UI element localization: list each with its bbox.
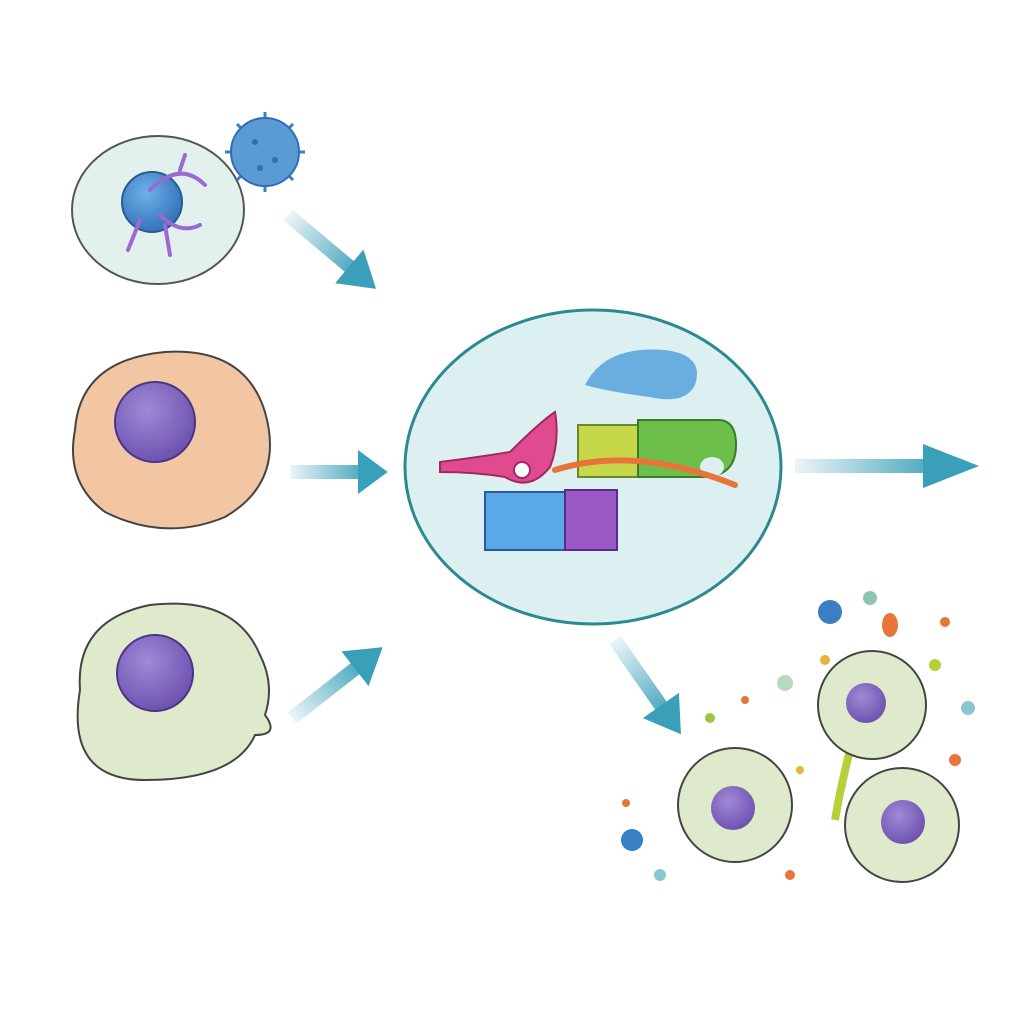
infected-cell bbox=[71, 135, 245, 285]
daughter-cells bbox=[621, 591, 975, 883]
orange-cell bbox=[72, 350, 271, 530]
arrow-icon bbox=[596, 627, 699, 747]
arrow-icon bbox=[273, 198, 391, 306]
arrow-icon bbox=[278, 629, 397, 736]
nucleus bbox=[846, 683, 886, 723]
droplet bbox=[585, 349, 697, 400]
central-cell bbox=[403, 308, 783, 626]
nucleus bbox=[114, 381, 196, 463]
arrow-icon bbox=[290, 450, 388, 494]
nucleus bbox=[116, 634, 194, 712]
green-cell bbox=[76, 602, 272, 782]
protein-complex-icon bbox=[439, 410, 738, 551]
nucleus bbox=[121, 171, 183, 233]
debris-particles bbox=[621, 591, 975, 881]
nucleus bbox=[711, 786, 755, 830]
virus-icon bbox=[225, 112, 305, 192]
viral-strand-icon bbox=[126, 153, 207, 257]
nucleus bbox=[881, 800, 925, 844]
arrow-icon bbox=[795, 444, 979, 488]
